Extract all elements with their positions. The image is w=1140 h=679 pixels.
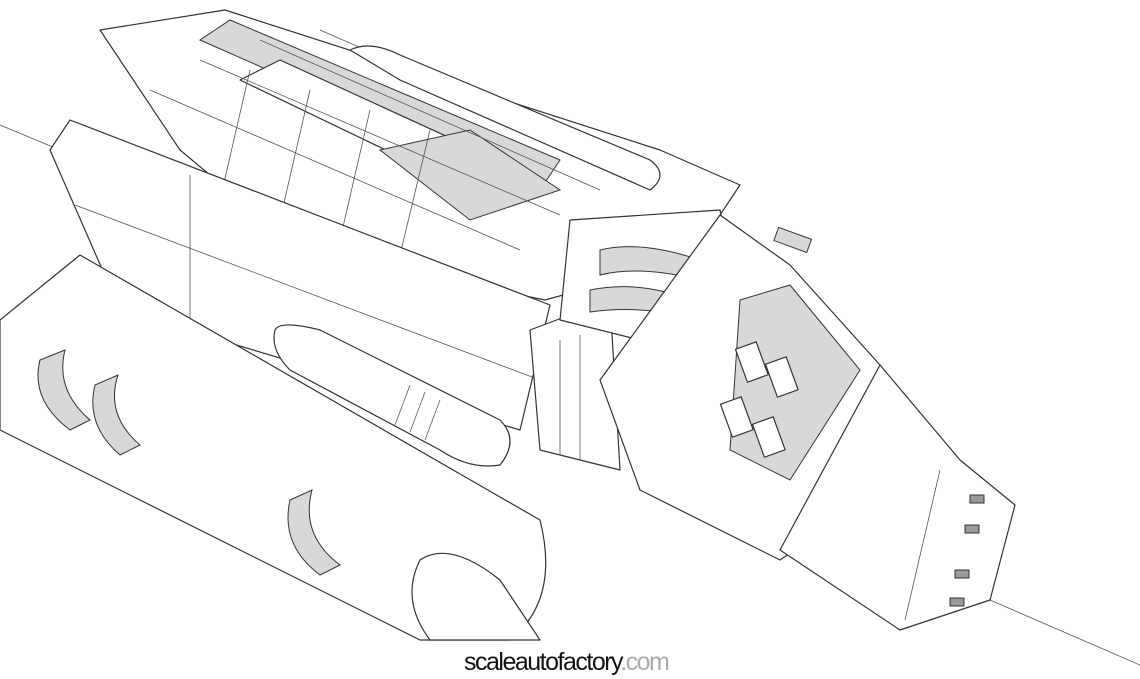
pod-ring (37, 349, 91, 431)
pod-ring (287, 489, 341, 576)
watermark-suffix: .com (620, 648, 670, 676)
top-cylinder (349, 45, 661, 191)
pod-nozzle (411, 552, 541, 641)
axis-line (989, 599, 1140, 666)
missile-band (394, 384, 411, 426)
missile-band (409, 391, 426, 433)
gun-barrel (773, 226, 813, 254)
ramp-seam (904, 469, 941, 621)
pod-ring (92, 374, 141, 456)
ramp-pads (949, 494, 985, 607)
panel-seam (74, 204, 541, 381)
watermark: scaleautofactory.com (464, 648, 670, 677)
missile (273, 324, 511, 467)
front-ramp (779, 364, 1016, 631)
axis-line (0, 124, 61, 151)
missile-band (424, 399, 441, 441)
seats (719, 341, 799, 458)
watermark-brand: scaleautofactory (464, 648, 622, 676)
